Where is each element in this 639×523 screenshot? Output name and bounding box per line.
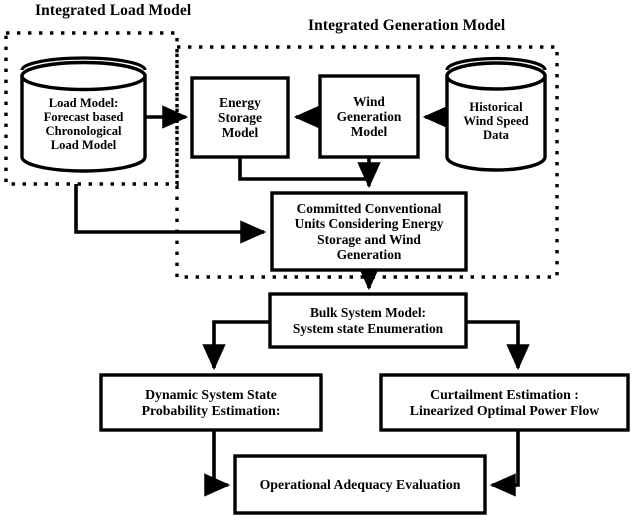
edge-bulk-to-curtailment — [466, 320, 530, 371]
edge-curtailment-to-operational — [489, 430, 520, 497]
group-boundary-integrated-generation-model — [175, 45, 559, 279]
group-title-integrated-generation-model: Integrated Generation Model — [308, 17, 506, 34]
edge-load-to-committed — [74, 184, 267, 244]
node-energy-storage-model[interactable] — [190, 76, 290, 159]
group-title-integrated-load-model: Integrated Load Model — [35, 2, 192, 19]
node-dynamic-system-state[interactable] — [99, 373, 323, 432]
node-committed-conventional-units[interactable] — [270, 191, 468, 272]
edge-storage-to-committed — [238, 157, 369, 181]
edge-bulk-to-dynamic — [202, 320, 270, 371]
node-load-model[interactable] — [20, 56, 147, 173]
node-historical-wind-speed-data[interactable] — [445, 56, 547, 172]
node-wind-generation-model[interactable] — [318, 74, 420, 159]
edge-dynamic-to-operational — [204, 430, 231, 497]
group-boundary-integrated-load-model — [4, 31, 179, 186]
node-curtailment-estimation[interactable] — [379, 373, 630, 432]
node-bulk-system-model[interactable] — [268, 292, 468, 349]
node-operational-adequacy-evaluation[interactable] — [233, 454, 487, 515]
